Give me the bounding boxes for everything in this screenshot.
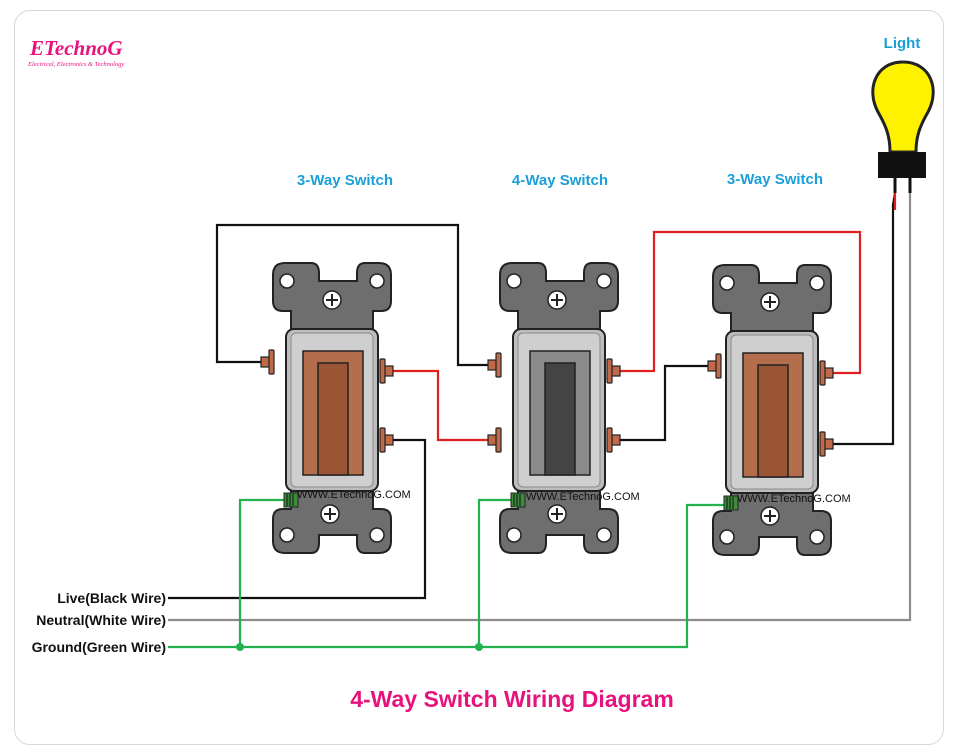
light-label: Light (884, 35, 921, 52)
switch-1-watermark: WWW.ETechnoG.COM (297, 489, 411, 501)
logo-tagline: Electrical, Electronics & Technology (27, 61, 124, 68)
ground-branch-2 (477, 498, 516, 647)
logo-text: ETechnoG (29, 36, 123, 60)
switch-3-watermark: WWW.ETechnoG.COM (737, 493, 851, 505)
diagram-frame (14, 10, 944, 745)
switch-3way-left (260, 262, 394, 554)
ground-wire-label: Ground(Green Wire) (32, 639, 166, 655)
neutral-wire-label: Neutral(White Wire) (36, 612, 166, 628)
neutral-white-wire (168, 193, 912, 622)
bulb-socket (878, 152, 926, 178)
switch-3way-right (707, 264, 834, 556)
ground-green-wire (168, 503, 732, 649)
wires (168, 192, 912, 649)
traveler-red-2 (618, 230, 862, 375)
switched-hot-wire (832, 192, 897, 446)
diagram-title: 4-Way Switch Wiring Diagram (350, 686, 674, 712)
switch-4way-middle (487, 262, 621, 554)
traveler-black-1 (215, 223, 500, 367)
traveler-black-2 (618, 364, 720, 442)
live-wire-label: Live(Black Wire) (57, 590, 166, 606)
light-bulb (871, 60, 935, 193)
traveler-red-1 (393, 369, 500, 442)
ground-junction-2 (475, 643, 483, 651)
logo: ETechnoG Electrical, Electronics & Techn… (27, 36, 124, 68)
switch-2-label: 4-Way Switch (512, 172, 608, 189)
ground-junction-1 (236, 643, 244, 651)
switch-3-label: 3-Way Switch (727, 171, 823, 188)
ground-branch-1 (238, 498, 290, 647)
switch-1-label: 3-Way Switch (297, 172, 393, 189)
switch-2-watermark: WWW.ETechnoG.COM (526, 491, 640, 503)
live-black-wire (168, 438, 427, 600)
